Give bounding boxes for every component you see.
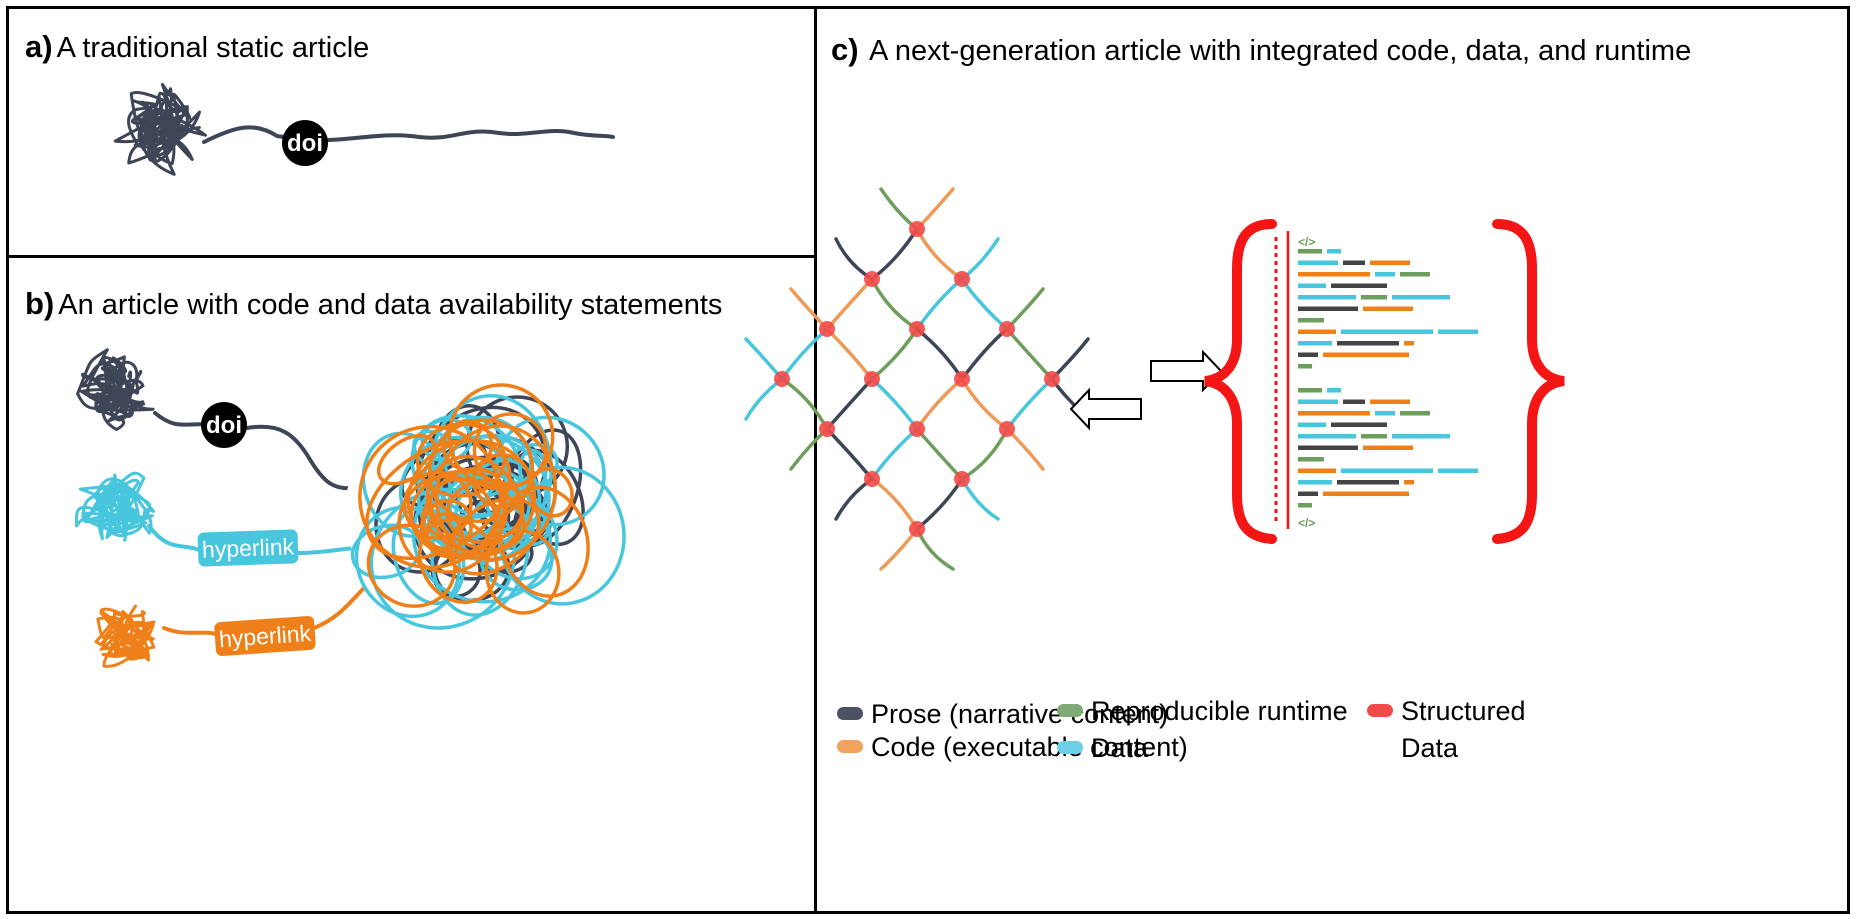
availability-statements-illustration: doi hyperlink hyperlink — [74, 348, 626, 668]
legend-label: Code (executable content) — [871, 732, 1188, 762]
prose-thread — [202, 125, 615, 144]
data-hyperlink-badge: hyperlink — [197, 529, 299, 567]
panel-c-letter: c) — [831, 32, 859, 67]
panel-a-letter: a) — [25, 29, 53, 64]
legend-label: Data — [1401, 733, 1459, 763]
legend-label: Structured — [1401, 696, 1526, 726]
code-swatch-icon — [837, 740, 863, 754]
legend-item-data: Data — [1057, 735, 1148, 762]
code-tag-top: </> — [1298, 235, 1315, 249]
tangled-mass-icon — [344, 383, 626, 630]
legend-item-code: Code (executable content) — [837, 734, 1188, 761]
legend-item-structured-data: Data — [1401, 735, 1458, 762]
code-hyperlink-badge: hyperlink — [214, 615, 316, 657]
integrated-article-illustration: </> </> </> — [744, 187, 1565, 571]
panel-b-title: b)An article with code and data availabi… — [25, 288, 722, 320]
prose-ball-icon — [113, 83, 207, 176]
panel-c: c) A next-generation article with integr… — [744, 6, 1850, 914]
legend-label: Reproducible runtime — [1091, 696, 1348, 726]
code-lines — [1298, 249, 1478, 508]
code-ball-icon — [94, 604, 156, 668]
code-hyperlink-label: hyperlink — [218, 620, 312, 652]
structured-data-nodes — [774, 221, 1060, 537]
data-hyperlink-label: hyperlink — [202, 533, 295, 562]
double-arrow-icon — [1069, 349, 1223, 431]
runtime-swatch-icon — [1057, 704, 1083, 718]
panel-a: a)A traditional static article doi — [6, 6, 817, 258]
data-thread — [147, 524, 356, 555]
panel-a-title: a)A traditional static article — [25, 31, 369, 63]
data-ball-icon — [74, 471, 156, 542]
static-article-illustration: doi — [113, 83, 615, 176]
panel-c-title-text: A next-generation article with integrate… — [869, 35, 1692, 67]
panel-a-title-text: A traditional static article — [56, 32, 370, 64]
legend-label: Data — [1091, 733, 1149, 763]
left-brace-icon — [1204, 219, 1277, 544]
data-swatch-icon — [1057, 741, 1083, 755]
panel-c-title: c) A next-generation article with integr… — [831, 34, 1691, 66]
doi-label: doi — [287, 130, 323, 157]
doi-badge: doi — [282, 120, 328, 166]
legend-label: Prose (narrative content) — [871, 699, 1169, 729]
legend-item-prose: Prose (narrative content) — [837, 701, 1168, 728]
panel-b-title-text: An article with code and data availabili… — [58, 289, 723, 321]
panel-b: b)An article with code and data availabi… — [6, 255, 817, 914]
prose-swatch-icon — [837, 707, 863, 721]
prose-thread — [153, 411, 356, 491]
right-brace-icon — [1492, 219, 1565, 544]
legend-item-structured: Structured — [1367, 698, 1526, 725]
panel-b-letter: b) — [25, 286, 55, 321]
code-tag-bottom: </> — [1298, 516, 1315, 530]
structured-swatch-icon — [1367, 704, 1393, 718]
legend-item-runtime: Reproducible runtime — [1057, 698, 1348, 725]
prose-ball-icon — [76, 348, 155, 431]
doi-label: doi — [206, 412, 242, 439]
doi-badge: doi — [201, 402, 247, 448]
